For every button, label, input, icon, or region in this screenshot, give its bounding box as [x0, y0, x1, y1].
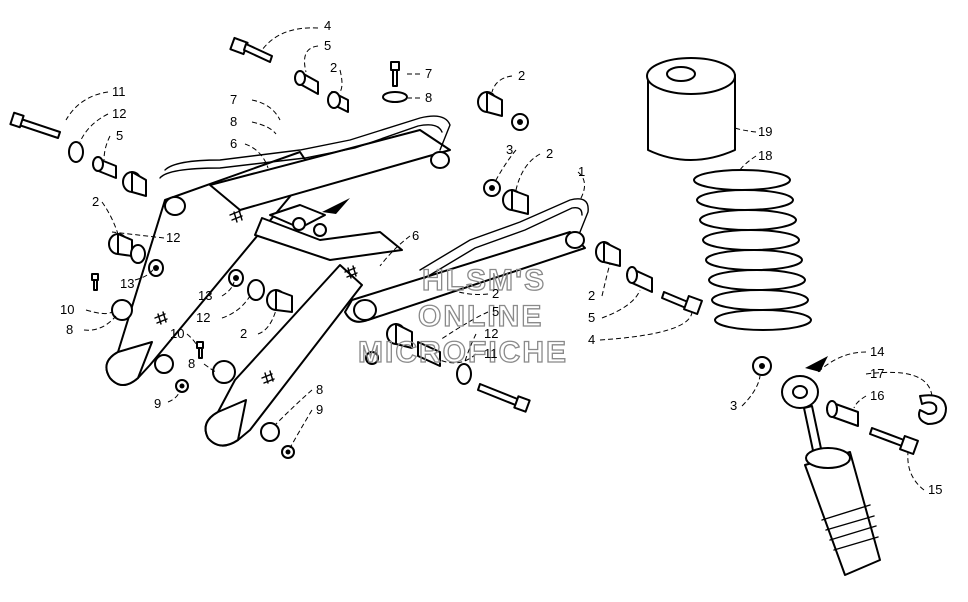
callout-5-left: 5 [116, 128, 123, 143]
watermark: HLSM'S ONLINE MICROFICHE [357, 263, 568, 369]
watermark-line-3: MICROFICHE [358, 336, 568, 369]
callout-11-center: 11 [484, 346, 498, 361]
callout-6-right: 6 [412, 228, 419, 243]
main-frame [105, 115, 828, 447]
spring-part-18 [693, 169, 812, 331]
callout-17: 17 [870, 366, 884, 381]
callout-12-center: 12 [484, 326, 498, 341]
callout-15: 15 [928, 482, 942, 497]
callout-8-left: 8 [66, 322, 73, 337]
callout-14: 14 [870, 344, 884, 359]
callout-5-top: 5 [324, 38, 331, 53]
callout-6-mid: 6 [230, 136, 237, 151]
callout-11-left: 11 [112, 84, 126, 99]
callout-18: 18 [758, 148, 772, 163]
callout-2-left: 2 [92, 194, 99, 209]
callout-labels: 4 5 2 7 8 2 11 12 5 7 8 6 3 2 1 2 12 13 … [60, 18, 942, 497]
callout-10-mid: 10 [170, 326, 184, 341]
callout-7-mid: 7 [230, 92, 237, 107]
hardware [9, 36, 703, 459]
shock-assembly [646, 57, 947, 576]
callout-5-right-low: 5 [588, 310, 595, 325]
bolt-part-4-top [229, 36, 273, 63]
callout-16: 16 [870, 388, 884, 403]
leader-lines [65, 27, 933, 491]
callout-4-top: 4 [324, 18, 331, 33]
callout-7-top: 7 [425, 66, 432, 81]
callout-8-mid: 8 [230, 114, 237, 129]
callout-19: 19 [758, 124, 772, 139]
callout-1: 1 [578, 164, 585, 179]
callout-2-right-low: 2 [588, 288, 595, 303]
callout-2-mid-right: 2 [546, 146, 553, 161]
callout-12-mid: 12 [196, 310, 210, 325]
callout-8-mid-low: 8 [188, 356, 195, 371]
watermark-line-1: HLSM'S [422, 264, 546, 297]
callout-3-top: 3 [506, 142, 513, 157]
callout-2-center: 2 [492, 286, 499, 301]
callout-12-left: 12 [112, 106, 126, 121]
callout-13-left: 13 [120, 276, 134, 291]
watermark-line-2: ONLINE [418, 300, 543, 333]
callout-8-top: 8 [425, 90, 432, 105]
callout-4-right-low: 4 [588, 332, 595, 347]
callout-8-bottom: 8 [316, 382, 323, 397]
callout-9-left: 9 [154, 396, 161, 411]
callout-10-left: 10 [60, 302, 74, 317]
callout-13-mid: 13 [198, 288, 212, 303]
callout-2-top: 2 [330, 60, 337, 75]
callout-3-right: 3 [730, 398, 737, 413]
callout-12-left-2: 12 [166, 230, 180, 245]
callout-2-mid: 2 [240, 326, 247, 341]
callout-5-center: 5 [492, 304, 499, 319]
callout-9-bottom: 9 [316, 402, 323, 417]
callout-2-top-right: 2 [518, 68, 525, 83]
